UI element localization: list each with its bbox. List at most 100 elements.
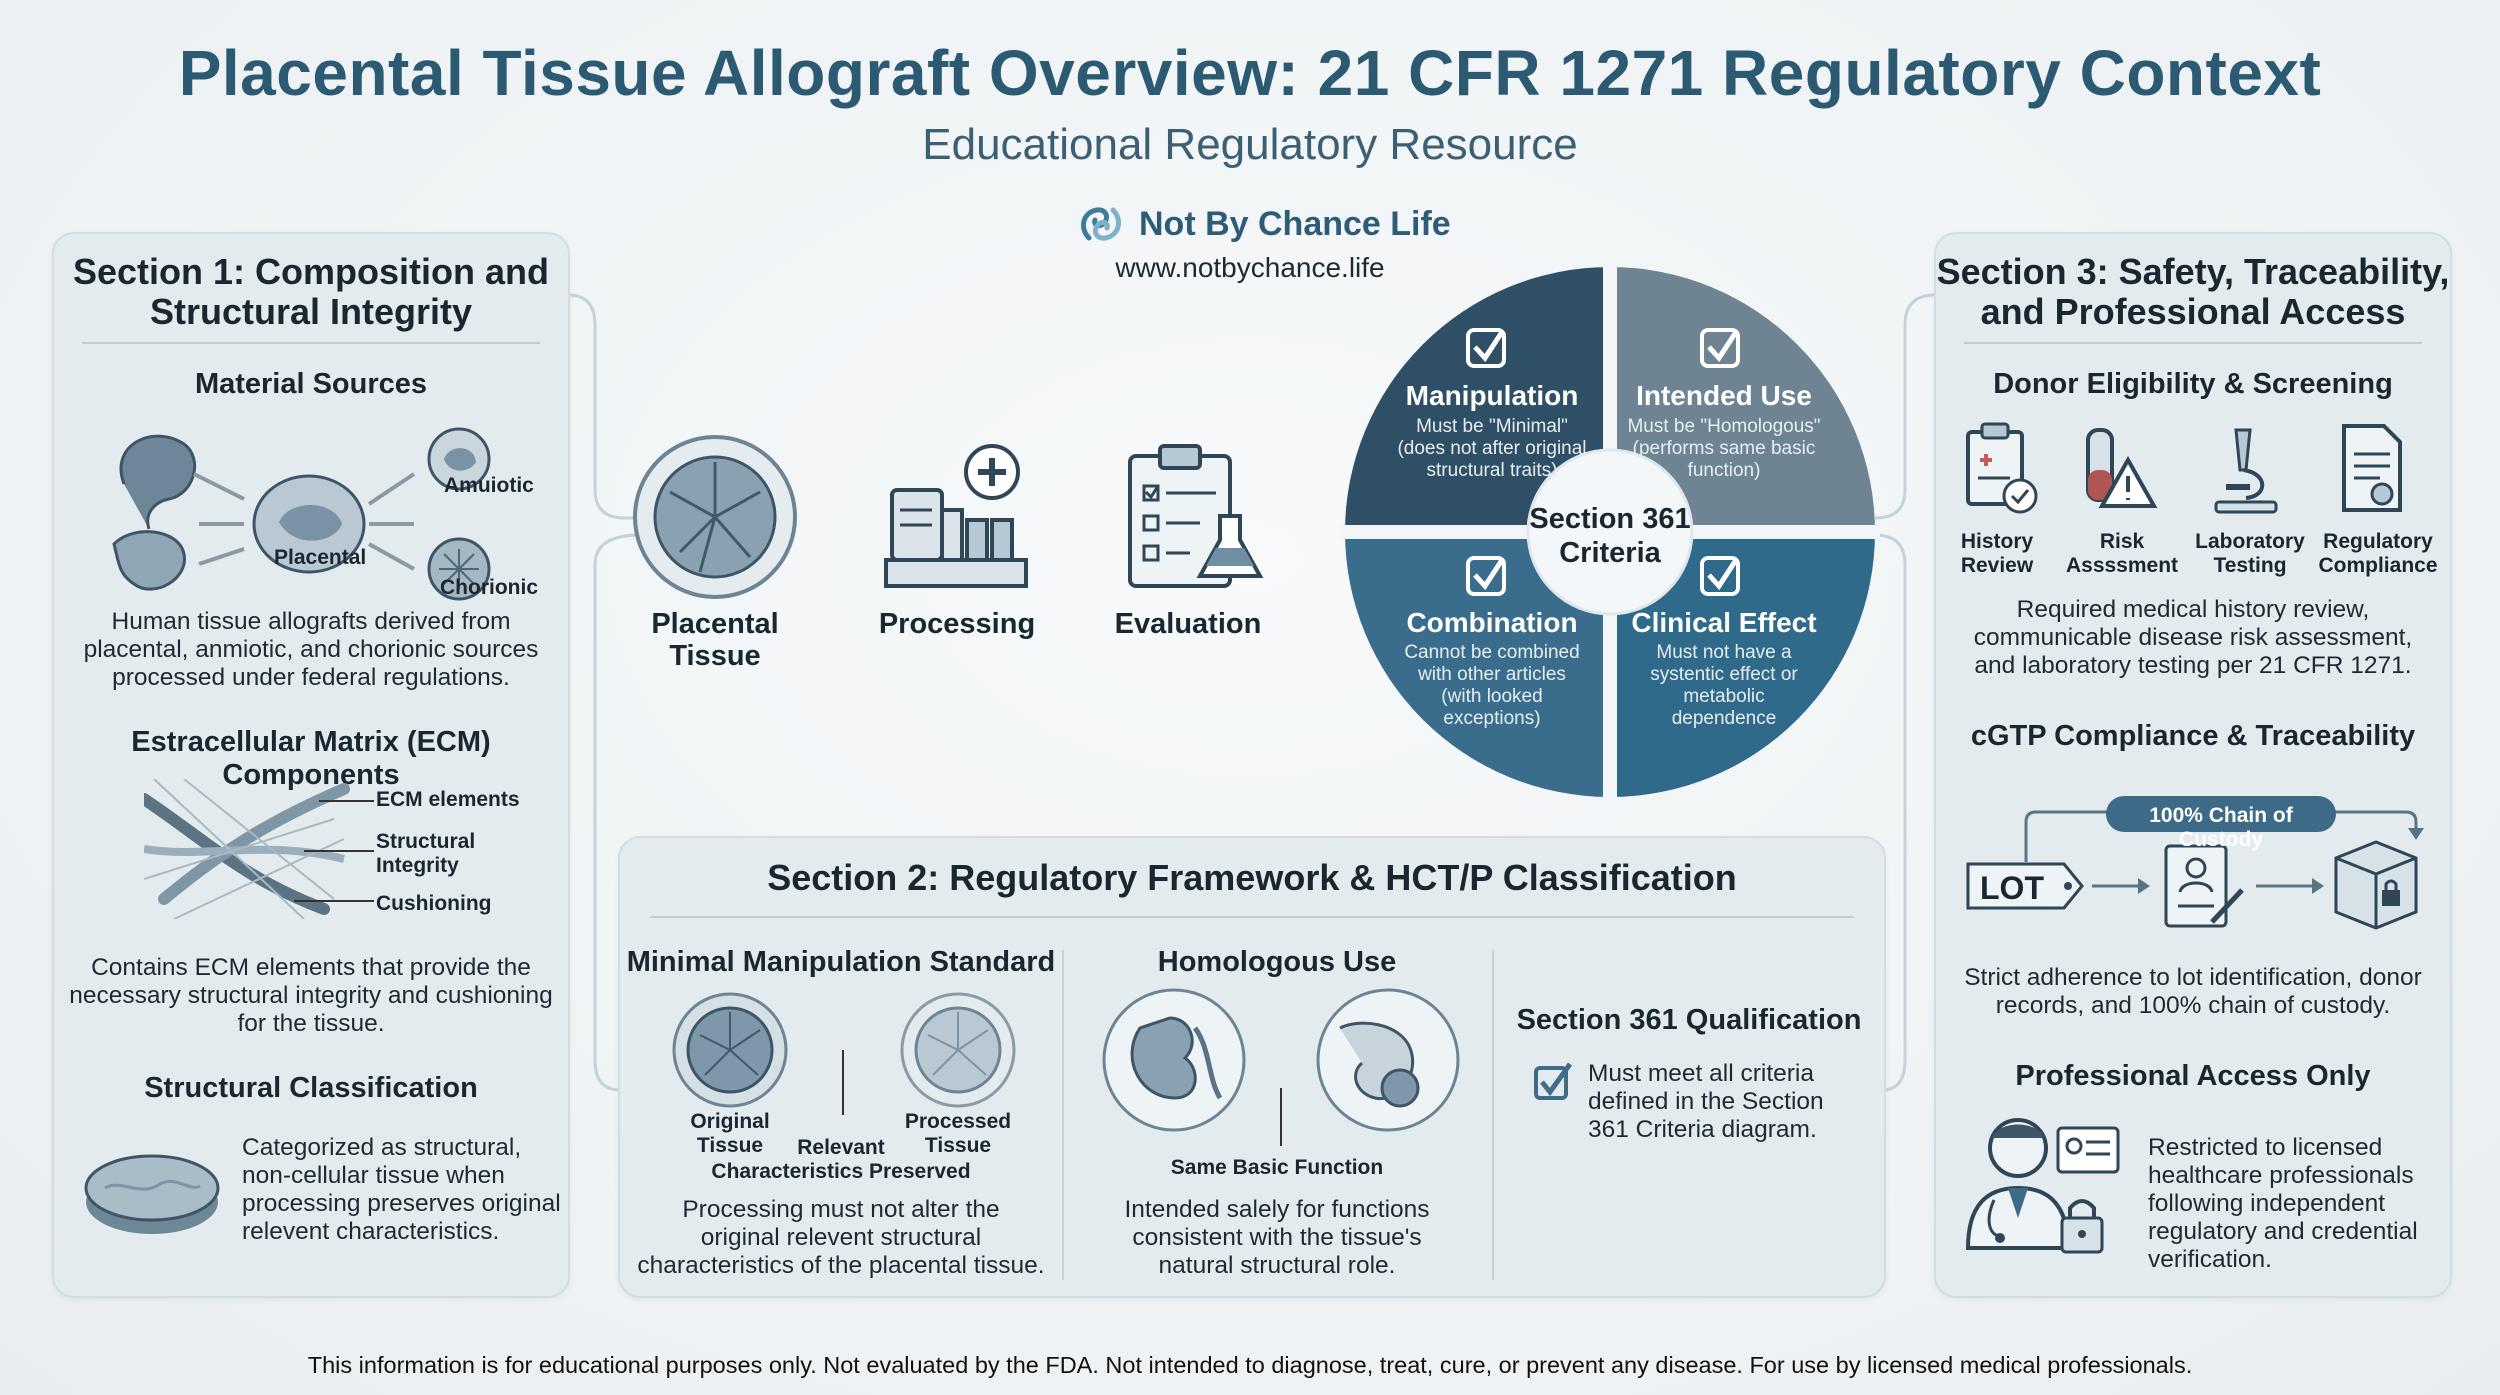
quadrant-clinical-effect[interactable] [1610, 532, 1875, 797]
quadrant-text: with other articles [1417, 664, 1566, 685]
page-subtitle: Educational Regulatory Resource [922, 120, 1578, 169]
structural-text-line: non-cellular tissue when [242, 1162, 505, 1189]
label-ecm-elements: ECM elements [376, 788, 520, 811]
professional-access-heading: Professional Access Only [2015, 1060, 2371, 1092]
label-placental: Placental [274, 546, 367, 569]
tissue-sheet-icon [84, 1154, 220, 1234]
label-same-basic-function: Same Basic Function [1170, 1156, 1384, 1179]
donor-record-icon [2164, 844, 2244, 928]
donor-text-line: communicable disease risk assessment, [1973, 624, 2413, 651]
cgtp-text-line: records, and 100% chain of custody. [1995, 992, 2391, 1019]
material-sources-text-line: placental, anmiotic, and chorionic sourc… [83, 636, 539, 663]
quadrant-text: exceptions) [1443, 708, 1540, 729]
check-icon [1466, 328, 1506, 368]
donor-item-label: Testing [2213, 554, 2287, 577]
label-structural-integrity: Structural Integrity [376, 830, 566, 878]
quadrant-manipulation[interactable] [1345, 267, 1610, 532]
qualification-text-line: 361 Criteria diagram. [1588, 1116, 1817, 1143]
quadrant-combination[interactable] [1345, 532, 1610, 797]
professional-text-line: healthcare professionals [2148, 1162, 2414, 1189]
lot-label: LOT [1980, 870, 2044, 906]
brand-url[interactable]: www.notbychance.life [1115, 252, 1385, 283]
quadrant-title: Manipulation [1406, 380, 1579, 411]
label-integrity: Integrity [376, 854, 459, 877]
structural-text-line: relevent characteristics. [242, 1218, 500, 1245]
quadrant-text: (performs same basic [1633, 438, 1816, 459]
check-icon [1700, 328, 1740, 368]
material-sources-text-line: processed under federal regulations. [112, 664, 510, 691]
section361-criteria-wheel: Section 361 Criteria Manipulation Must b… [1340, 262, 1880, 802]
label-characteristics-preserved: Characteristics Preserved [711, 1160, 971, 1183]
homologous-use-illustration [1102, 988, 1460, 1146]
section1-divider [82, 342, 540, 344]
minimal-text-line: Processing must not alter the [682, 1196, 1000, 1223]
flow-step-processing: Processing [878, 608, 1036, 640]
section1-title-line1: Section 1: Composition and [72, 251, 549, 292]
donor-item-laboratory-testing: Laboratory Testing [2188, 530, 2312, 578]
section361-qualification-heading: Section 361 Qualification [1516, 1004, 1862, 1036]
section2-panel: Section 2: Regulatory Framework & HCT/P … [618, 836, 1886, 1298]
flow-step-label: Tissue [669, 640, 761, 672]
brand-logo-icon [1080, 207, 1122, 241]
homologous-use-heading: Homologous Use [1157, 946, 1397, 978]
regulatory-compliance-icon [2342, 424, 2402, 512]
quadrant-intended-use[interactable] [1610, 267, 1875, 532]
chain-of-custody-badge [2106, 796, 2336, 832]
laboratory-microscope-icon [2214, 428, 2278, 514]
quadrant-title: Clinical Effect [1631, 607, 1816, 638]
ecm-text-line: for the tissue. [237, 1010, 385, 1037]
risk-assessment-icon [2086, 428, 2158, 508]
professional-text-line: following independent [2148, 1190, 2386, 1217]
ecm-text: Contains ECM elements that provide the n… [54, 954, 568, 1038]
original-processed-tissue-illustration [672, 992, 1016, 1115]
donor-item-label: History [1960, 530, 2034, 553]
section1-panel: Section 1: Composition and Structural In… [52, 232, 570, 1298]
check-icon [1700, 556, 1740, 596]
label-structural: Structural [376, 830, 476, 853]
label-original: Original [690, 1110, 770, 1133]
flow-step-placental-tissue: Placental Tissue [615, 608, 815, 672]
label-cushioning: Cushioning [376, 892, 492, 915]
donor-item-regulatory-compliance: Regulatory Compliance [2316, 530, 2440, 578]
chain-of-custody-label: 100% Chain of Custody [2149, 804, 2293, 851]
professional-text-line: regulatory and credential [2148, 1218, 2418, 1245]
section3-panel: Section 3: Safety, Traceability, and Pro… [1934, 232, 2452, 1298]
section1-title: Section 1: Composition and Structural In… [54, 252, 568, 332]
professional-access-text: Restricted to licensed healthcare profes… [2148, 1134, 2444, 1274]
disclaimer-footer: This information is for educational purp… [307, 1352, 2193, 1378]
label-processed-tissue: Processed Tissue [888, 1110, 1028, 1158]
section2-divider [650, 916, 1854, 918]
cgtp-text-line: Strict adherence to lot identification, … [1964, 964, 2422, 991]
lot-tag-icon [1966, 862, 2084, 910]
section1-title-line2: Structural Integrity [149, 291, 473, 332]
quadrant-text: structural traits) [1427, 460, 1558, 481]
donor-item-label: Laboratory [2195, 530, 2305, 553]
donor-item-label: Assssment [2065, 554, 2179, 577]
donor-item-label: Regulatory [2323, 530, 2433, 553]
flow-step-evaluation: Evaluation [1114, 608, 1262, 640]
section3-divider [1964, 342, 2422, 344]
quadrant-text: function) [1688, 460, 1761, 481]
quadrant-text: dependence [1672, 708, 1777, 729]
placental-tissue-icon [633, 435, 797, 599]
quadrant-title: Combination [1406, 607, 1577, 638]
section2-column-divider [1062, 950, 1064, 1280]
cgtp-heading: cGTP Compliance & Traceability [1970, 720, 2416, 752]
quadrant-text: systentic effect or [1650, 664, 1798, 685]
label-processed: Processed [904, 1110, 1012, 1133]
healthcare-professional-icon [1965, 1118, 2120, 1254]
minimal-manipulation-heading: Minimal Manipulation Standard [626, 946, 1056, 978]
criteria-center-circle [1526, 448, 1694, 616]
label-original-tissue: Original Tissue [660, 1110, 800, 1158]
structural-text-line: processing preserves original [242, 1190, 561, 1217]
structural-text-line: Categorized as structural, [242, 1134, 522, 1161]
label-tissue: Tissue [924, 1134, 992, 1157]
quadrant-title: Intended Use [1636, 380, 1812, 411]
donor-item-label: Review [1960, 554, 2034, 577]
quadrant-text: Cannot be combined [1404, 642, 1579, 663]
brand: Not By Chance Life [1075, 196, 1451, 252]
label-relevant-characteristics: Relevant Characteristics Preserved [620, 1136, 1062, 1184]
donor-item-label: Compliance [2318, 554, 2438, 577]
donor-item-risk-assessment: Risk Assssment [2060, 530, 2184, 578]
